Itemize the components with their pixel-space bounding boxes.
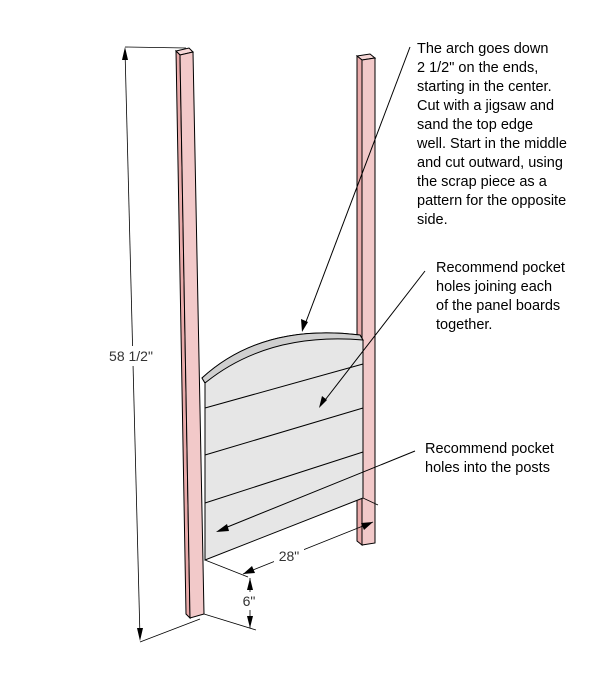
gap-label: 6" xyxy=(243,593,256,609)
height-label: 58 1/2" xyxy=(109,348,153,364)
width-dimension: 28" xyxy=(204,497,379,578)
panel-seam-1 xyxy=(204,363,364,409)
headboard-panel xyxy=(201,332,364,561)
panel-holes-note: Recommend pocket holes joining each of t… xyxy=(436,260,565,333)
panel-seam-3 xyxy=(204,451,364,504)
panel-holes-leader xyxy=(319,270,426,408)
height-dimension: 58 1/2" xyxy=(98,46,201,643)
arch-note: The arch goes down 2 1/2" on the ends, s… xyxy=(417,41,567,228)
gap-dimension: 6" xyxy=(203,578,262,631)
panel-seam-2 xyxy=(204,407,364,456)
arch-leader xyxy=(301,46,411,332)
post-holes-note: Recommend pocket holes into the posts xyxy=(425,441,554,476)
width-label: 28" xyxy=(279,548,300,564)
post-holes-leader xyxy=(216,450,416,532)
left-post xyxy=(175,47,205,620)
